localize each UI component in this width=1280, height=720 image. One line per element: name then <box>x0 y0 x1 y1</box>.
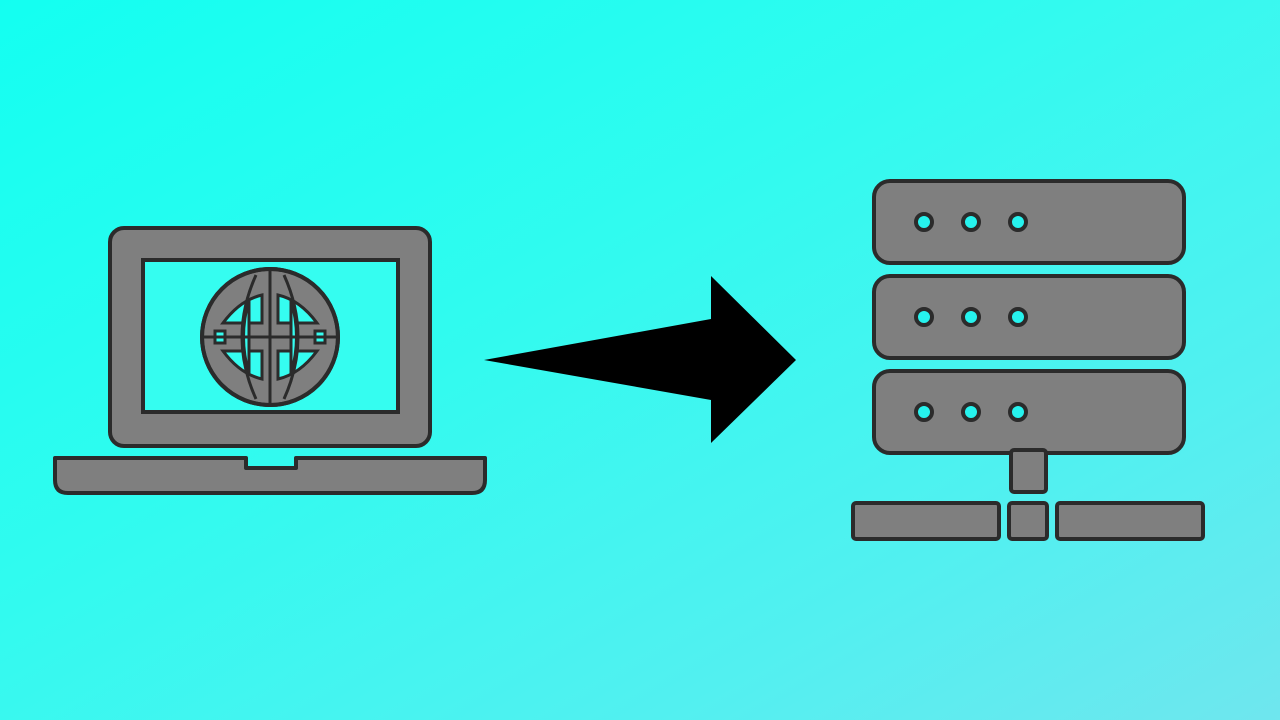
globe-meridian-left <box>240 274 258 400</box>
server-led <box>914 212 934 232</box>
server-rack-icon <box>851 179 1205 541</box>
arrow-connector <box>484 276 796 443</box>
globe-hole <box>276 349 320 381</box>
server-led <box>961 307 981 327</box>
server-led <box>1008 402 1028 422</box>
server-unit <box>872 179 1186 265</box>
server-unit <box>872 274 1186 360</box>
globe-icon <box>200 267 340 407</box>
server-network-port <box>1007 501 1049 541</box>
laptop-icon <box>53 226 487 495</box>
server-network-stem <box>1009 448 1048 494</box>
globe-meridian-right <box>282 274 300 400</box>
server-led <box>961 402 981 422</box>
server-led <box>1008 307 1028 327</box>
server-led <box>914 402 934 422</box>
laptop-base <box>53 456 487 495</box>
server-led <box>914 307 934 327</box>
server-network-bar-left <box>851 501 1001 541</box>
globe-hole <box>276 293 320 325</box>
globe-outline <box>200 267 340 407</box>
server-network-bar-right <box>1055 501 1205 541</box>
server-led <box>1008 212 1028 232</box>
server-led <box>961 212 981 232</box>
